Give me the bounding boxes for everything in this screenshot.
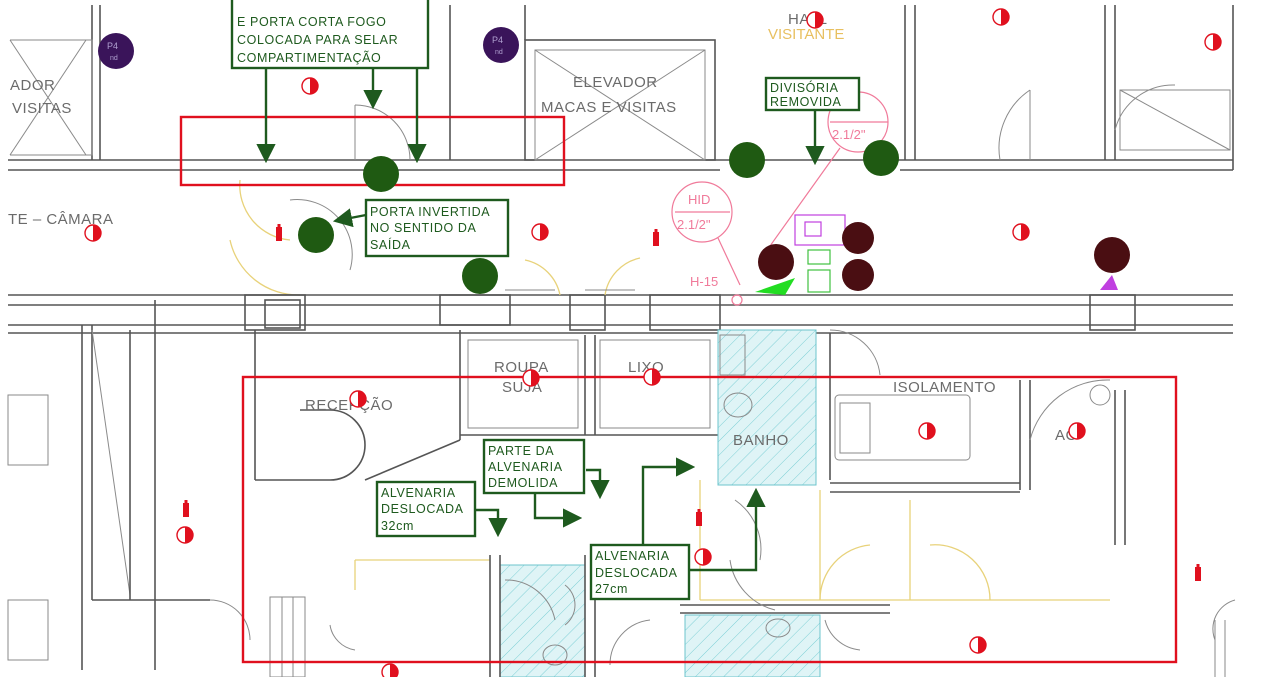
svg-text:nd: nd — [110, 55, 118, 62]
green-marker-dot — [462, 258, 498, 294]
room-label-recepcao: RECEPÇÃO — [305, 397, 393, 414]
svg-text:REMOVIDA: REMOVIDA — [770, 95, 842, 109]
svg-text:DEMOLIDA: DEMOLIDA — [488, 476, 558, 490]
fire-extinguisher-icon — [696, 509, 702, 526]
smoke-detector-icon — [531, 223, 549, 241]
alarm-icons-cluster — [755, 214, 1118, 295]
svg-text:ALVENARIA: ALVENARIA — [488, 460, 563, 474]
note-alvenaria-deslocada-27: ALVENARIA DESLOCADA 27cm — [589, 543, 691, 601]
room-label-camara: TE – CÂMARA — [8, 211, 114, 228]
smoke-detector-icon — [1068, 422, 1086, 440]
svg-text:32cm: 32cm — [381, 519, 414, 533]
smoke-detector-icon — [1012, 223, 1030, 241]
room-label-elevador: ELEVADOR — [573, 74, 658, 91]
svg-text:PARTE DA: PARTE DA — [488, 444, 554, 458]
smoke-detector-icon — [1204, 33, 1222, 51]
fire-extinguisher-icon — [653, 229, 659, 246]
red-marker-dot — [842, 259, 874, 291]
room-label-roupa: ROUPA — [494, 359, 549, 376]
green-marker-dot — [298, 217, 334, 253]
room-label-visitante: VISITANTE — [768, 26, 844, 43]
svg-text:SAÍDA: SAÍDA — [370, 237, 411, 252]
svg-text:P4: P4 — [492, 35, 503, 45]
smoke-detector-icon — [806, 11, 824, 29]
p4-tag-left: P4 nd — [98, 33, 134, 69]
svg-text:ALVENARIA: ALVENARIA — [595, 549, 670, 563]
room-label-ador: ADOR — [10, 77, 55, 94]
svg-text:E PORTA CORTA FOGO: E PORTA CORTA FOGO — [237, 15, 386, 29]
room-label-banho: BANHO — [733, 432, 789, 449]
hydrant-label: HID — [688, 192, 710, 207]
svg-text:DESLOCADA: DESLOCADA — [595, 566, 678, 580]
svg-text:nd: nd — [495, 49, 503, 56]
smoke-detector-icon — [301, 77, 319, 95]
hydrant-size-upper: 2.1/2" — [832, 127, 866, 142]
svg-text:P4: P4 — [107, 41, 118, 51]
smoke-detector-icon — [349, 390, 367, 408]
svg-text:COMPARTIMENTAÇÃO: COMPARTIMENTAÇÃO — [237, 51, 381, 65]
svg-text:NO SENTIDO DA: NO SENTIDO DA — [370, 221, 476, 235]
smoke-detector-icon — [918, 422, 936, 440]
hydrant-size: 2.1/2" — [677, 217, 711, 232]
svg-text:PORTA INVERTIDA: PORTA INVERTIDA — [370, 205, 490, 219]
room-label-visitas: VISITAS — [12, 100, 72, 117]
smoke-detector-icon — [694, 548, 712, 566]
green-marker-dot — [363, 156, 399, 192]
red-marker-dot — [842, 222, 874, 254]
note-parte-alvenaria-demolida: PARTE DA ALVENARIA DEMOLIDA — [482, 438, 586, 495]
smoke-detector-icon — [969, 636, 987, 654]
svg-text:DIVISÓRIA: DIVISÓRIA — [770, 80, 839, 95]
note-alvenaria-deslocada-32: ALVENARIA DESLOCADA 32cm — [375, 480, 477, 538]
room-label-macas-visitas: MACAS E VISITAS — [541, 99, 677, 116]
hose-tag: H-15 — [690, 274, 718, 289]
green-marker-dot — [863, 140, 899, 176]
smoke-detector-icon — [84, 224, 102, 242]
svg-text:DESLOCADA: DESLOCADA — [381, 502, 464, 516]
red-marker-dot — [1094, 237, 1130, 273]
fire-extinguisher-icon — [183, 500, 189, 517]
room-label-isolamento: ISOLAMENTO — [893, 379, 996, 396]
smoke-detector-icon — [522, 369, 540, 387]
green-marker-dot — [729, 142, 765, 178]
equipment-dots: P4 nd P4 nd — [98, 27, 1130, 294]
fire-extinguisher-icon — [276, 224, 282, 241]
svg-text:ALVENARIA: ALVENARIA — [381, 486, 456, 500]
red-marker-dot — [758, 244, 794, 280]
note-top-compartimentacao: E PORTA CORTA FOGO COLOCADA PARA SELAR C… — [230, 0, 430, 70]
smoke-detector-icon — [176, 526, 194, 544]
annotation-arrows — [256, 68, 825, 572]
smoke-detector-icon — [381, 663, 399, 677]
hydrant-symbol-lower: HID 2.1/2" H-15 — [671, 181, 743, 306]
note-porta-invertida: PORTA INVERTIDA NO SENTIDO DA SAÍDA — [364, 198, 510, 258]
svg-text:27cm: 27cm — [595, 582, 628, 596]
note-divisoria-removida: DIVISÓRIA REMOVIDA — [764, 76, 861, 112]
smoke-detector-icon — [643, 368, 661, 386]
svg-text:COLOCADA PARA SELAR: COLOCADA PARA SELAR — [237, 33, 398, 47]
fire-extinguisher-icon — [1195, 564, 1201, 581]
smoke-detector-icon — [992, 8, 1010, 26]
p4-tag-right: P4 nd — [483, 27, 519, 63]
highlight-frame-bottom — [241, 375, 1178, 664]
